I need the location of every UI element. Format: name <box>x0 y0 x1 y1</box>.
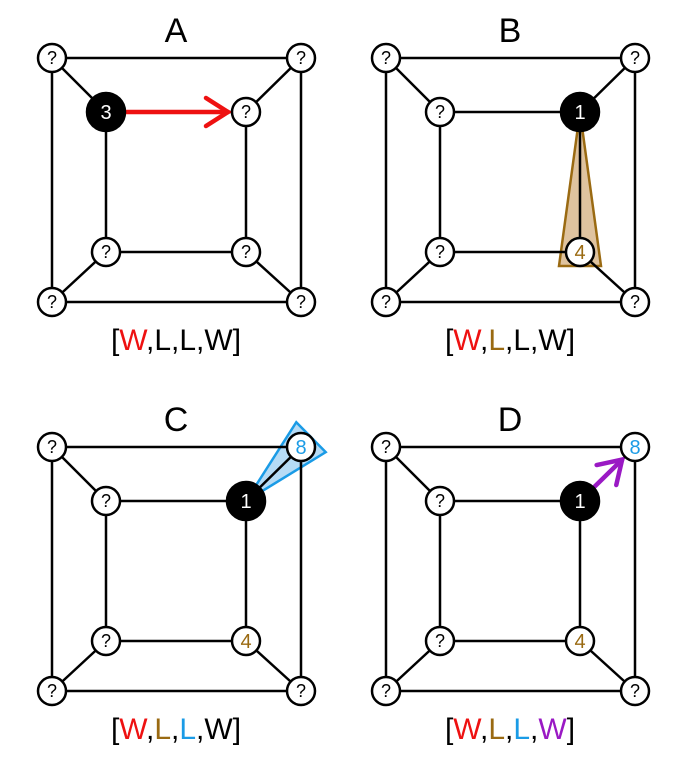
sequence-token: W <box>204 324 233 357</box>
graph-node-outer-br <box>285 286 317 318</box>
graph-node-inner-br <box>230 625 262 657</box>
panel-title: B <box>499 12 522 50</box>
node-label: ? <box>435 102 445 122</box>
node-label: ? <box>101 242 111 262</box>
graph-node-outer-br <box>619 286 651 318</box>
graph-node-inner-tl <box>85 91 127 133</box>
graph-node-inner-tl <box>90 485 122 517</box>
graph-node-outer-tl <box>370 42 402 74</box>
graph-node-inner-bl <box>424 625 456 657</box>
graph-node-outer-bl <box>370 675 402 707</box>
sequence-token: L <box>513 324 530 357</box>
node-label: ? <box>241 102 251 122</box>
node-label: 8 <box>629 437 640 459</box>
panel-c: C? 8??? 1? 4 [W,L,L,W] <box>36 401 328 746</box>
node-label: ? <box>630 48 640 68</box>
graph-node-inner-bl <box>424 236 456 268</box>
move-arrow-shaft <box>589 457 625 493</box>
sequence-token: W <box>538 324 567 357</box>
node-label: 1 <box>574 102 585 124</box>
panel-title: C <box>164 401 189 439</box>
node-label: 4 <box>574 631 585 653</box>
graph-node-inner-br <box>230 236 262 268</box>
sequence-token: L <box>513 713 530 746</box>
node-label: ? <box>47 292 57 312</box>
node-label: ? <box>630 681 640 701</box>
node-label: ? <box>435 491 445 511</box>
node-label: ? <box>435 631 445 651</box>
graph-node-inner-tr <box>559 91 601 133</box>
graph-node-outer-tr <box>285 431 317 463</box>
sequence-token: W <box>119 324 148 357</box>
graph-node-outer-br <box>619 675 651 707</box>
node-label: ? <box>435 242 445 262</box>
move-arrow-head <box>203 95 233 129</box>
result-sequence: [W,L,L,W] <box>111 713 241 746</box>
node-label: ? <box>381 681 391 701</box>
panel-b: B????? 1? 4 [W,L,L,W] <box>370 12 651 357</box>
sequence-token: W <box>538 713 567 746</box>
sequence-token: W <box>119 713 148 746</box>
sequence-token: L <box>154 324 171 357</box>
graph-node-outer-tl <box>370 431 402 463</box>
graph-node-inner-br <box>564 236 596 268</box>
sequence-token: L <box>154 713 171 746</box>
node-label: ? <box>241 242 251 262</box>
graph-node-outer-tr <box>619 42 651 74</box>
graph-node-outer-tl <box>36 42 68 74</box>
sequence-token: L <box>179 713 196 746</box>
graph-node-outer-tl <box>36 431 68 463</box>
sequence-token: W <box>453 324 482 357</box>
graph-node-inner-tl <box>424 485 456 517</box>
graph-node-outer-bl <box>36 286 68 318</box>
graph-node-inner-tr <box>225 480 267 522</box>
graph-node-inner-bl <box>90 625 122 657</box>
node-label: ? <box>296 292 306 312</box>
graph-node-outer-bl <box>36 675 68 707</box>
sequence-token: W <box>204 713 233 746</box>
graph-node-outer-br <box>285 675 317 707</box>
sequence-token: L <box>488 324 505 357</box>
graph-node-inner-tr <box>230 96 262 128</box>
panel-title: D <box>498 401 523 439</box>
node-label: ? <box>296 48 306 68</box>
graph-node-outer-tr <box>285 42 317 74</box>
sequence-token: W <box>453 713 482 746</box>
panel-title: A <box>165 12 188 50</box>
node-label: 8 <box>295 437 306 459</box>
panel-a: A???? 3??? [W,L,L,W] <box>36 12 317 357</box>
node-label: 1 <box>574 491 585 513</box>
node-label: ? <box>630 292 640 312</box>
node-label: ? <box>47 48 57 68</box>
node-label: ? <box>381 292 391 312</box>
node-label: ? <box>47 437 57 457</box>
graph-node-inner-bl <box>90 236 122 268</box>
node-label: 1 <box>240 491 251 513</box>
result-sequence: [W,L,L,W] <box>445 324 575 357</box>
graph-node-outer-bl <box>370 286 402 318</box>
result-sequence: [W,L,L,W] <box>111 324 241 357</box>
node-label: ? <box>381 437 391 457</box>
node-label: 3 <box>100 102 111 124</box>
node-label: ? <box>101 491 111 511</box>
node-label: ? <box>381 48 391 68</box>
graph-node-outer-tr <box>619 431 651 463</box>
graph-node-inner-tr <box>559 480 601 522</box>
panel-d: D? 8??? 1? 4 [W,L,L,W] <box>370 401 651 746</box>
node-label: 4 <box>574 242 585 264</box>
move-arrow-head <box>594 456 626 488</box>
node-label: ? <box>101 631 111 651</box>
result-sequence: [W,L,L,W] <box>445 713 575 746</box>
node-label: 4 <box>240 631 251 653</box>
node-label: ? <box>47 681 57 701</box>
sequence-token: L <box>179 324 196 357</box>
node-label: ? <box>296 681 306 701</box>
sequence-token: L <box>488 713 505 746</box>
graph-node-inner-br <box>564 625 596 657</box>
graph-node-inner-tl <box>424 96 456 128</box>
